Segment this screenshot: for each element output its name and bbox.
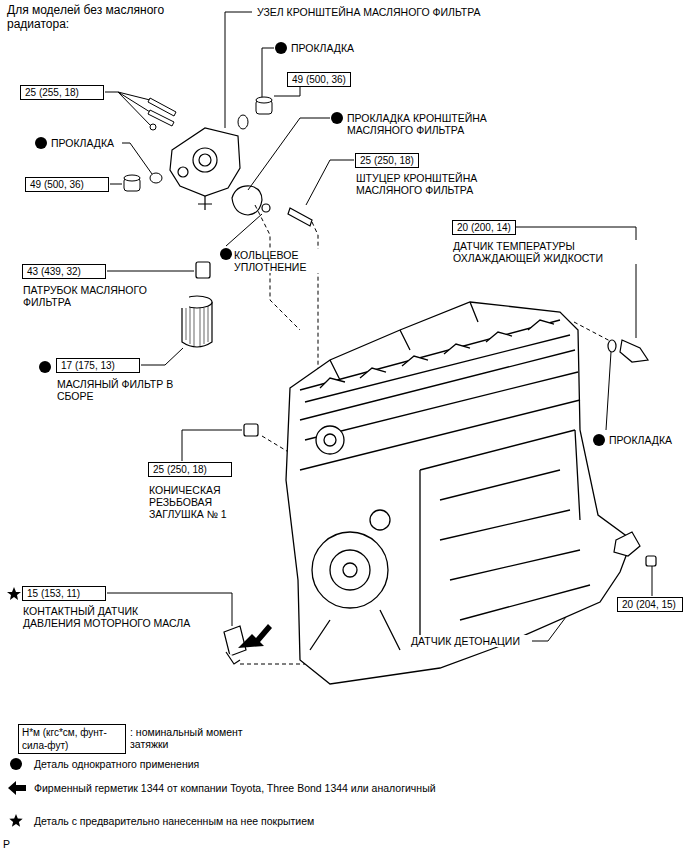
- union: [288, 208, 312, 226]
- torque-value: 17 (175, 13): [61, 360, 115, 371]
- torque-value: 20 (204, 15): [622, 599, 676, 610]
- install-line: [312, 222, 318, 372]
- part-name: МАСЛЯНЫЙ ФИЛЬТР В СБОРЕ: [56, 378, 183, 402]
- legend-swatch: [8, 781, 26, 795]
- torque-box: 20 (204, 15): [617, 597, 683, 612]
- torque-value: Н*м (кгс*см, фунт-сила-фут): [22, 727, 107, 751]
- torque-value: 43 (439, 32): [27, 266, 81, 277]
- part-name: ШТУЦЕР КРОНШТЕЙНА МАСЛЯНОГО ФИЛЬТРА: [355, 172, 522, 196]
- torque-value: 49 (500, 36): [292, 74, 346, 85]
- legend-text: Деталь с предварительно нанесенным на не…: [34, 815, 314, 827]
- leader-line: [141, 348, 183, 365]
- filter-union: [196, 262, 210, 278]
- torque-box: 43 (439, 32): [22, 264, 106, 279]
- page-code: P: [2, 838, 24, 850]
- torque-box: 20 (200, 14): [452, 220, 516, 235]
- legend-symbol: [6, 780, 30, 796]
- legend-text: Фирменный герметик 1344 от компании Toyo…: [34, 782, 436, 794]
- sensor-gasket: [608, 340, 616, 352]
- leader-line: [225, 12, 252, 128]
- taper-plug: [244, 424, 258, 436]
- part-name: Для моделей без масляного радиатора:: [6, 3, 186, 31]
- part-name: ПРОКЛАДКА: [290, 42, 382, 54]
- leader-line: [105, 92, 152, 127]
- torque-value: 25 (250, 18): [153, 464, 207, 475]
- legend-symbol: [6, 813, 30, 829]
- torque-value: 15 (153, 11): [27, 588, 80, 599]
- legend-swatch: [10, 758, 22, 770]
- pre-coated-mark: [7, 587, 21, 600]
- single-use-mark: [593, 434, 605, 446]
- o-ring: [262, 204, 270, 212]
- sealant-arrow: [238, 624, 272, 648]
- part-name: КОНТАКТНЫЙ ДАТЧИК ДАВЛЕНИЯ МОТОРНОГО МАС…: [22, 605, 194, 629]
- torque-value: 20 (200, 14): [457, 222, 511, 233]
- torque-value: 25 (250, 18): [360, 155, 414, 166]
- torque-value: 49 (500, 36): [30, 179, 84, 190]
- knock-sensor: [614, 532, 656, 566]
- leader-line: [606, 352, 611, 430]
- legend-swatch: [9, 814, 22, 827]
- engine-block: [286, 302, 632, 684]
- part-name: УЗЕЛ КРОНШТЕЙНА МАСЛЯНОГО ФИЛЬТРА: [256, 6, 518, 18]
- torque-value: 25 (255, 18): [25, 87, 79, 98]
- torque-box: 49 (500, 36): [25, 177, 109, 192]
- install-line: [574, 322, 612, 342]
- part-name: ПАТРУБОК МАСЛЯНОГО ФИЛЬТРА: [22, 284, 189, 308]
- legend-text: Деталь однократного применения: [34, 758, 199, 770]
- part-name: КОНИЧЕСКАЯ РЕЗЬБОВАЯ ЗАГЛУШКА № 1: [148, 484, 260, 520]
- leader-line: [248, 118, 330, 190]
- leader-line: [652, 566, 653, 596]
- single-use-mark: [35, 137, 47, 149]
- part-name: ДАТЧИК ДЕТОНАЦИИ: [410, 635, 532, 647]
- single-use-mark: [220, 248, 232, 260]
- part-name: ДАТЧИК ТЕМПЕРАТУРЫ ОХЛАЖДАЮЩЕЙ ЖИДКОСТИ: [452, 240, 654, 264]
- single-use-mark: [275, 42, 287, 54]
- single-use-mark: [331, 112, 343, 124]
- torque-box: 49 (500, 36): [287, 72, 351, 87]
- oil-filter-bracket: [170, 128, 240, 210]
- torque-box: 17 (175, 13): [56, 358, 140, 373]
- leader-line: [274, 87, 300, 96]
- part-name: КОЛЬЦЕВОЕ УПЛОТНЕНИЕ: [233, 249, 325, 273]
- temp-sensor: [620, 340, 648, 362]
- bolts: [148, 98, 176, 130]
- single-use-mark: [39, 361, 51, 373]
- part-name: ПРОКЛАДКА: [50, 137, 122, 149]
- leader-line: [107, 271, 194, 272]
- legend-text: : номинальный момент затяжки: [130, 726, 250, 750]
- torque-box: 25 (250, 18): [148, 462, 232, 477]
- torque-box: 25 (255, 18): [20, 85, 104, 100]
- plug: [124, 97, 272, 191]
- part-name: ПРОКЛАДКА КРОНШТЕЙНА МАСЛЯНОГО ФИЛЬТРА: [346, 112, 538, 136]
- leader-line: [306, 160, 354, 205]
- legend-symbol: [6, 756, 30, 772]
- oil-filter: [182, 302, 212, 347]
- torque-box: 15 (153, 11): [22, 586, 106, 601]
- torque-box: 25 (250, 18): [355, 153, 419, 168]
- leader-line: [226, 214, 262, 246]
- leader-line: [110, 184, 122, 185]
- leader-line: [182, 430, 242, 461]
- unit-legend-box: Н*м (кгс*см, фунт-сила-фут): [18, 724, 126, 754]
- bracket-gasket: [232, 186, 262, 215]
- part-name: ПРОКЛАДКА: [608, 434, 688, 446]
